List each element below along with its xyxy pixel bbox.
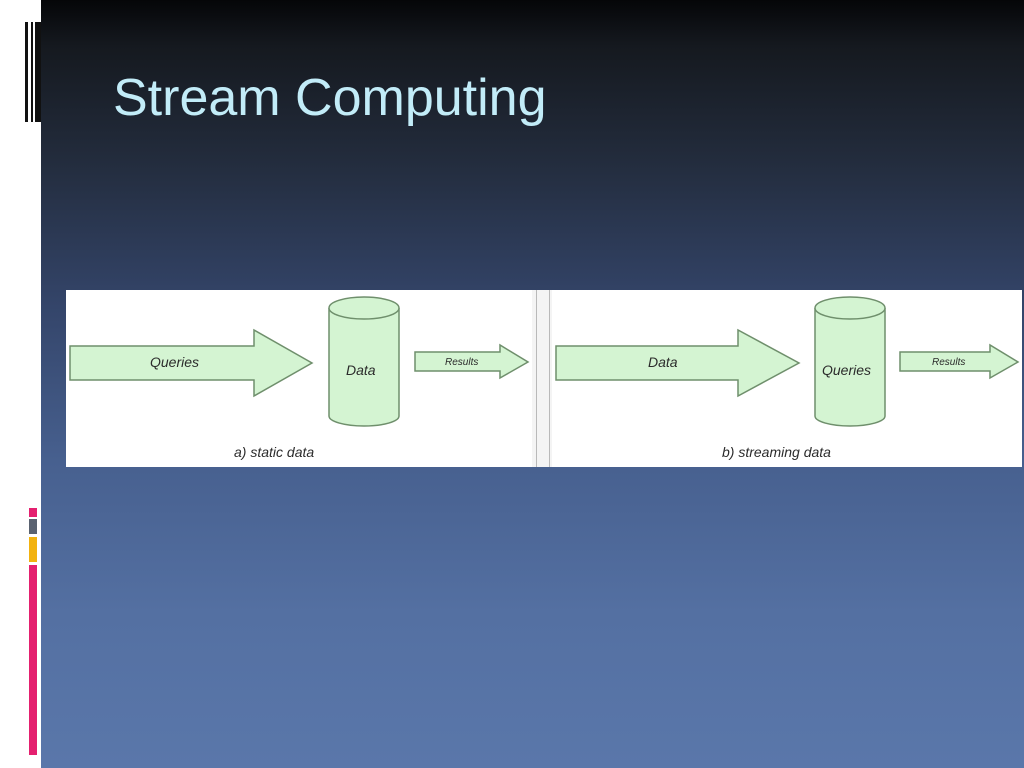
static-data-caption: a) static data bbox=[234, 444, 314, 460]
data-cylinder-label: Data bbox=[346, 362, 376, 378]
results-arrow bbox=[414, 343, 530, 380]
data-arrow-label: Data bbox=[648, 354, 678, 370]
accent-orange-block bbox=[29, 537, 37, 562]
queries-arrow-label: Queries bbox=[150, 354, 199, 370]
data-arrow bbox=[555, 328, 801, 398]
results-arrow-label: Results bbox=[932, 357, 965, 368]
accent-pink-bar bbox=[29, 565, 37, 755]
results-arrow bbox=[899, 343, 1020, 380]
queries-cylinder-label: Queries bbox=[822, 362, 871, 378]
diagram-panel-streaming: Data Queries Results b) streaming data bbox=[552, 290, 1022, 467]
streaming-data-caption: b) streaming data bbox=[722, 444, 831, 460]
streaming-data-diagram: Data Queries Results b) streaming data bbox=[555, 296, 1020, 460]
data-cylinder bbox=[328, 296, 400, 427]
accent-gray-block bbox=[29, 519, 37, 534]
slide-title: Stream Computing bbox=[113, 69, 547, 127]
panel-divider-gap bbox=[532, 290, 552, 467]
static-data-diagram: Queries Data Results a) static data bbox=[69, 296, 530, 460]
panel-divider-line bbox=[536, 290, 537, 467]
accent-pink-block bbox=[29, 508, 37, 517]
queries-cylinder bbox=[814, 296, 886, 427]
panel-divider-line bbox=[549, 290, 550, 467]
left-barcode-decoration bbox=[25, 22, 41, 122]
diagram-panel-static: Queries Data Results a) static data bbox=[66, 290, 532, 467]
queries-arrow bbox=[69, 328, 314, 398]
results-arrow-label: Results bbox=[445, 357, 478, 368]
